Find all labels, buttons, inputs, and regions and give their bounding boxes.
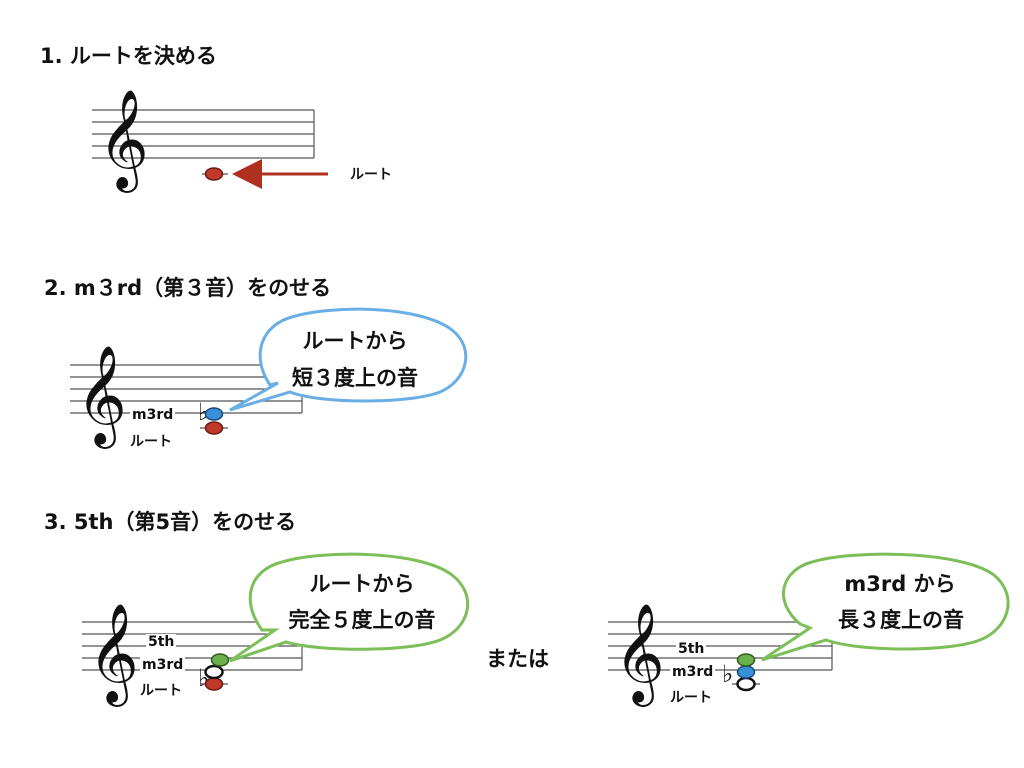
treble-clef-icon: 𝄞: [614, 603, 665, 707]
flat-sign-icon: ♭: [198, 664, 209, 692]
staff-step3-right: 𝄞 ♭: [608, 552, 1010, 707]
third-label: m3rd: [130, 407, 176, 423]
step2-heading: 2. m３rd（第３音）をのせる: [44, 276, 332, 300]
speech-bubble: [761, 552, 1010, 662]
root-arrow-label: ルート: [350, 167, 392, 183]
root-note: [204, 421, 224, 435]
third-note: [204, 664, 224, 680]
bubble-text-line1: m3rd から: [844, 572, 956, 596]
third-label: m3rd: [140, 657, 186, 673]
fifth-label: 5th: [146, 634, 177, 650]
bubble-text-line1: ルートから: [302, 329, 408, 353]
step1-heading: 1. ルートを決める: [40, 44, 217, 68]
treble-clef-icon: 𝄞: [76, 345, 127, 449]
root-note: [736, 676, 756, 692]
fifth-label: 5th: [676, 641, 707, 657]
speech-bubble: [229, 307, 468, 412]
third-label: m3rd: [670, 664, 716, 680]
or-text: または: [486, 647, 549, 671]
root-label: ルート: [130, 434, 172, 450]
staff-step2: 𝄞 ♭: [70, 307, 468, 449]
treble-clef-icon: 𝄞: [88, 603, 139, 707]
step3-heading: 3. 5th（第5音）をのせる: [44, 510, 297, 534]
speech-bubble: [229, 552, 470, 663]
flat-sign-icon: ♭: [198, 398, 209, 426]
root-note: [204, 677, 224, 691]
root-note: [204, 167, 224, 181]
bubble-text-line2: 完全５度上の音: [288, 608, 436, 632]
bubble-text-line2: 長３度上の音: [838, 608, 964, 632]
root-label: ルート: [670, 690, 712, 706]
flat-sign-icon: ♭: [722, 660, 733, 688]
bubble-text-line1: ルートから: [309, 572, 415, 596]
fifth-note: [736, 653, 756, 667]
third-note: [204, 407, 224, 421]
staff-step1: 𝄞: [92, 89, 328, 193]
fifth-note: [210, 653, 230, 667]
third-note: [736, 665, 756, 679]
root-label: ルート: [140, 683, 182, 699]
bubble-text-line2: 短３度上の音: [292, 366, 418, 390]
treble-clef-icon: 𝄞: [98, 89, 149, 193]
staff-step3-left: 𝄞 ♭: [82, 552, 470, 707]
